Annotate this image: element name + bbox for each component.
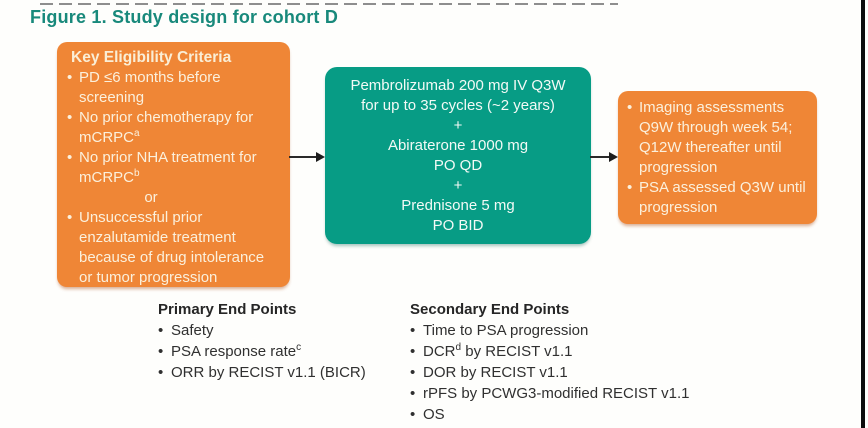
bullet-text: DCR — [423, 343, 456, 360]
secondary-endpoints-section: Secondary End Points • Time to PSA progr… — [410, 299, 740, 425]
flow-arrow-left — [289, 152, 325, 162]
plus-separator: + — [453, 117, 463, 134]
bullet-text-rest: by RECIST v1.1 — [461, 343, 573, 360]
bullet-text: Safety — [171, 322, 214, 339]
bullet-icon: • — [67, 149, 73, 166]
bullet-icon: • — [158, 343, 164, 360]
footnote-sup-b: b — [134, 168, 140, 179]
bullet-text: OS — [423, 406, 445, 423]
bullet-text: No prior chemotherapy for mCRPC — [79, 109, 254, 146]
treatment-line-pobid: PO BID — [432, 217, 484, 234]
bullet-text: DOR by RECIST v1.1 — [423, 364, 568, 381]
bullet-icon: • — [627, 99, 633, 116]
secondary-bullet-os: • OS — [410, 404, 740, 425]
bullet-icon: • — [410, 322, 416, 339]
bullet-text: PD ≤6 months before screening — [79, 69, 221, 106]
eligibility-bullet-pd: • PD ≤6 months before screening — [67, 68, 281, 108]
bullet-icon: • — [410, 343, 416, 360]
bullet-text: Imaging assessments Q9W through week 54;… — [639, 99, 793, 176]
bullet-icon: • — [410, 406, 416, 423]
flow-arrow-right — [590, 152, 618, 162]
footnote-sup-a: a — [134, 128, 140, 139]
bullet-icon: • — [158, 364, 164, 381]
treatment-line-cycles: for up to 35 cycles (~2 years) — [361, 97, 555, 114]
bullet-icon: • — [158, 322, 164, 339]
primary-bullet-safety: • Safety — [158, 320, 408, 341]
bullet-icon: • — [67, 109, 73, 126]
bullet-text: rPFS by PCWG3-modified RECIST v1.1 — [423, 385, 690, 402]
primary-endpoints-section: Primary End Points • Safety • PSA respon… — [158, 299, 408, 383]
eligibility-bullet-chemo: • No prior chemotherapy for mCRPCa — [67, 108, 281, 148]
secondary-bullet-dcr: • DCRd by RECIST v1.1 — [410, 341, 740, 362]
secondary-endpoints-header: Secondary End Points — [410, 301, 570, 318]
top-frame-artifact-line — [40, 3, 618, 5]
assessment-bullet-psa: • PSA assessed Q3W until progression — [627, 178, 811, 218]
bullet-text: ORR by RECIST v1.1 (BICR) — [171, 364, 366, 381]
bullet-icon: • — [627, 179, 633, 196]
assessments-box: • Imaging assessments Q9W through week 5… — [618, 91, 817, 224]
arrow-shaft — [289, 156, 317, 158]
treatment-line-pembro: Pembrolizumab 200 mg IV Q3W — [350, 77, 566, 94]
eligibility-bullet-nha: • No prior NHA treatment for mCRPCb — [67, 148, 281, 188]
bullet-text: Time to PSA progression — [423, 322, 589, 339]
secondary-bullet-psa-progression: • Time to PSA progression — [410, 320, 740, 341]
primary-bullet-psa-response: • PSA response ratec — [158, 341, 408, 362]
eligibility-criteria-box: Key Eligibility Criteria • PD ≤6 months … — [57, 42, 290, 287]
footnote-sup-c: c — [296, 342, 302, 353]
secondary-bullet-dor: • DOR by RECIST v1.1 — [410, 362, 740, 383]
plus-separator: + — [453, 177, 463, 194]
figure-title: Figure 1. Study design for cohort D — [30, 7, 339, 27]
primary-bullet-orr: • ORR by RECIST v1.1 (BICR) — [158, 362, 408, 383]
treatment-line-abiraterone: Abiraterone 1000 mg — [387, 137, 529, 154]
eligibility-header: Key Eligibility Criteria — [71, 49, 232, 66]
treatment-regimen-box: Pembrolizumab 200 mg IV Q3W for up to 35… — [325, 67, 591, 244]
bullet-icon: • — [67, 209, 73, 226]
bullet-icon: • — [67, 69, 73, 86]
bullet-text: PSA assessed Q3W until progression — [639, 179, 806, 216]
arrow-head-icon — [609, 152, 618, 162]
primary-endpoints-header: Primary End Points — [158, 301, 297, 318]
bullet-text: Unsuccessful prior enzalutamide treatmen… — [79, 209, 265, 286]
treatment-line-prednisone: Prednisone 5 mg — [401, 197, 515, 214]
assessment-bullet-imaging: • Imaging assessments Q9W through week 5… — [627, 98, 811, 178]
bullet-icon: • — [410, 364, 416, 381]
bullet-text: No prior NHA treatment for mCRPC — [79, 149, 257, 186]
eligibility-bullet-enzalutamide: • Unsuccessful prior enzalutamide treatm… — [67, 208, 281, 288]
bullet-text: PSA response rate — [171, 343, 297, 360]
treatment-line-poqd: PO QD — [433, 157, 483, 174]
arrow-shaft — [590, 156, 610, 158]
footnote-sup-d: d — [455, 342, 462, 353]
bullet-icon: • — [410, 385, 416, 402]
or-connector-label: or — [144, 189, 158, 206]
secondary-bullet-rpfs: • rPFS by PCWG3-modified RECIST v1.1 — [410, 383, 740, 404]
arrow-head-icon — [316, 152, 325, 162]
right-frame-border — [861, 0, 865, 428]
